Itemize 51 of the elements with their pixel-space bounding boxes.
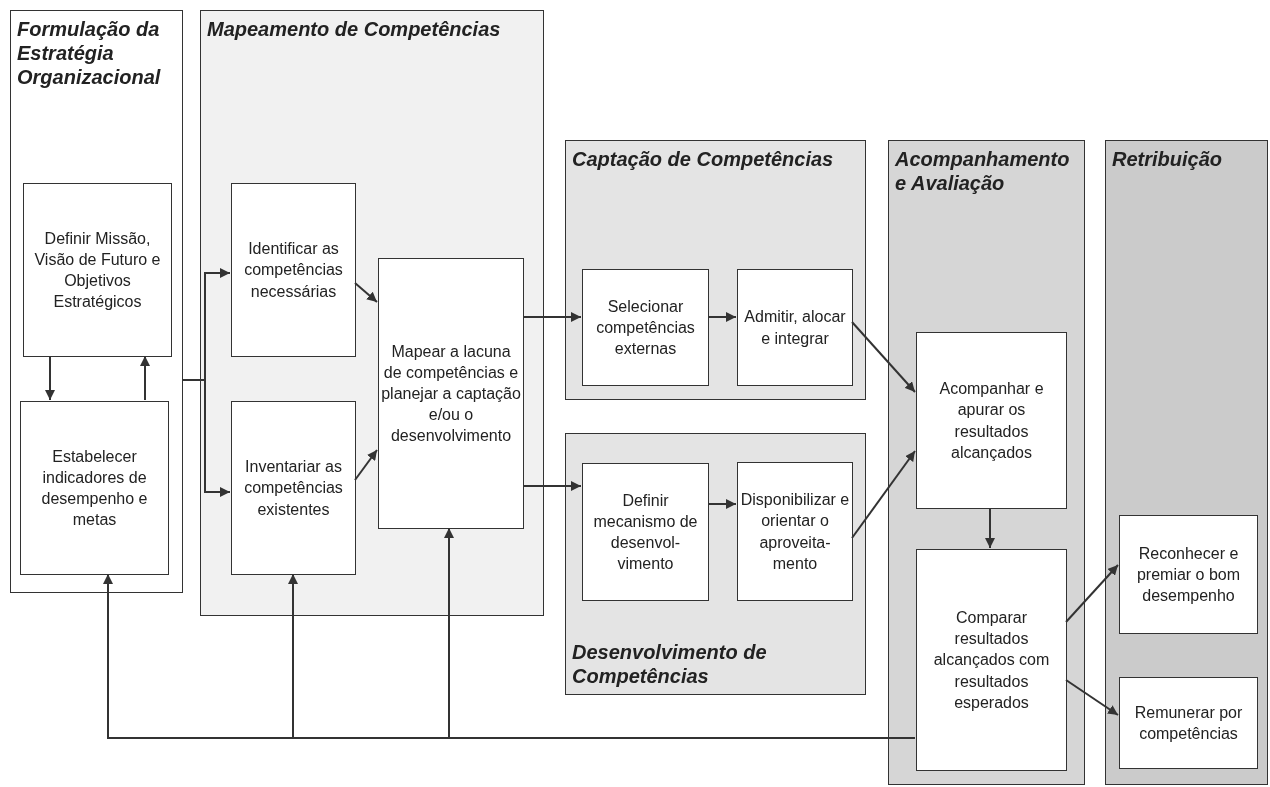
stage-heading: Desenvolvimento de Competências [572, 640, 768, 688]
stage-heading: Acompanhamento e Avaliação [895, 147, 1071, 195]
arrow [1065, 564, 1119, 623]
arrow [985, 507, 995, 549]
arrow [1065, 679, 1119, 716]
arrow [522, 312, 582, 322]
step-text: Mapear a lacuna de competências e planejar a captação e/ou o desenvolvimento [381, 341, 521, 447]
arrow [707, 499, 737, 509]
process-box [23, 183, 172, 357]
process-box [582, 463, 709, 601]
arrow [851, 321, 916, 393]
stage-panel [565, 433, 866, 695]
step-text: Estabelecer indicadores de desempenho e metas [40, 446, 149, 531]
step-text: Reconhecer e premiar o bom desempenho [1135, 543, 1242, 607]
process-box [737, 462, 853, 601]
step-text: Admitir, alocar e integrar [743, 307, 847, 349]
process-box [916, 549, 1067, 771]
arrow [140, 355, 150, 401]
stage-panel [1105, 140, 1268, 785]
process-box [1119, 515, 1258, 634]
process-box [20, 401, 169, 575]
process-box [1119, 677, 1258, 769]
arrow [522, 481, 582, 491]
step-text: Definir Missão, Visão de Futuro e Objetivos Estratégicos [33, 228, 162, 313]
arrow [707, 312, 737, 322]
process-box [378, 258, 524, 529]
process-box [582, 269, 709, 386]
stage-panel [10, 10, 183, 593]
arrow [45, 355, 55, 401]
arrow [354, 282, 378, 303]
process-box [231, 401, 356, 575]
stage-panel [888, 140, 1085, 785]
stage-panel [200, 10, 544, 616]
stage-heading: Captação de Competências [572, 147, 835, 171]
arrow [354, 449, 378, 481]
arrow [851, 450, 916, 539]
step-text: Identificar as competências necessárias [243, 239, 344, 302]
stage-heading: Mapeamento de Competências [207, 17, 502, 41]
process-box [737, 269, 853, 386]
step-text: Disponibilizar e orientar o aproveita- mento [740, 490, 850, 574]
stage-heading: Formulação da Estratégia Organizacional [17, 17, 162, 89]
step-text: Remunerar por competências [1133, 702, 1244, 744]
stage-heading: Retribuição [1112, 147, 1224, 171]
process-box [916, 332, 1067, 509]
step-text: Acompanhar e apurar os resultados alcançados [938, 379, 1045, 463]
stage-panel [565, 140, 866, 400]
step-text: Inventariar as competências existentes [243, 457, 344, 520]
step-text: Definir mecanismo de desenvol- vimento [592, 490, 699, 575]
step-text: Comparar resultados alcançados com resultados esperados [932, 608, 1051, 713]
step-text: Selecionar competências externas [595, 296, 696, 360]
process-box [231, 183, 356, 357]
